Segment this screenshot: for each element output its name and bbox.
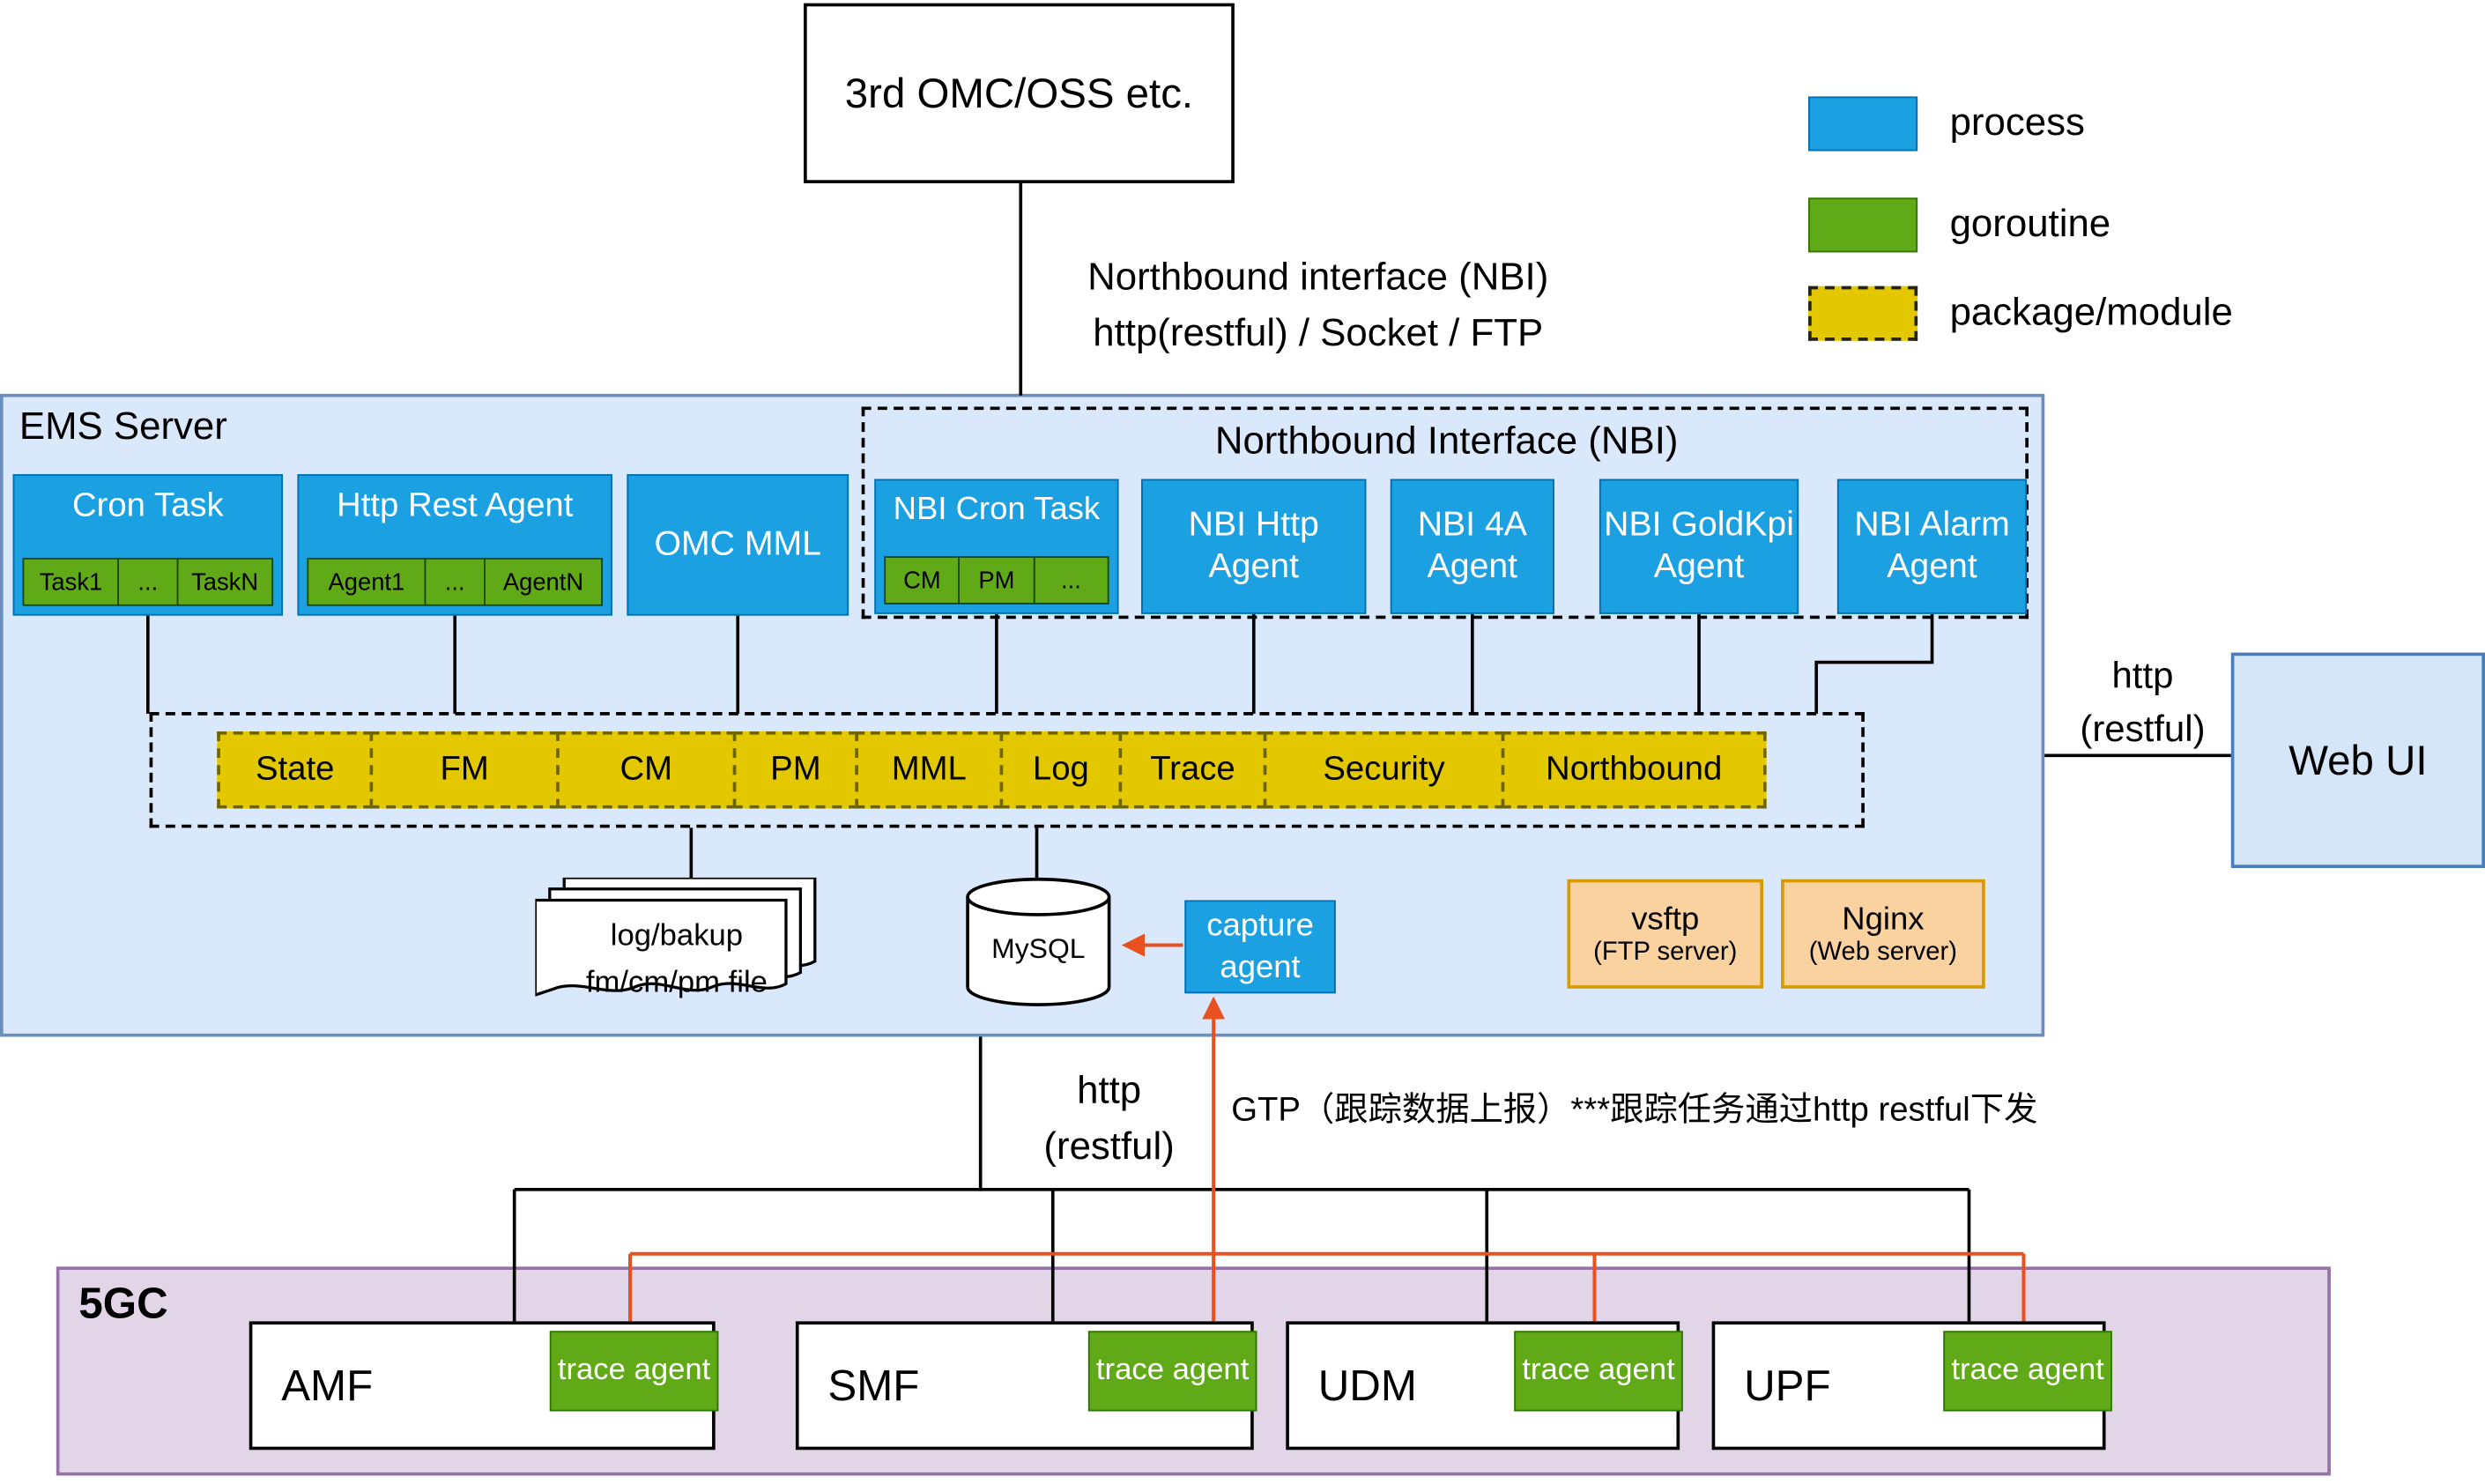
vsftp-server-box: vsftp (FTP server)	[1567, 879, 1763, 989]
process-cron-task: Cron Task Task1 ... TaskN	[12, 474, 284, 616]
vsftp-name: vsftp	[1631, 901, 1700, 937]
web-ui-link-line2: (restful)	[2080, 708, 2206, 750]
web-ui-box: Web UI	[2230, 652, 2485, 868]
omc-mml-title: OMC MML	[654, 523, 822, 563]
capture-agent-box: capture agent	[1184, 900, 1336, 994]
module-cm: CM	[556, 731, 737, 809]
goroutine-cm: CM	[884, 556, 961, 605]
nbi-cron-task-title: NBI Cron Task	[893, 492, 1101, 528]
nf-upf-label: UPF	[1744, 1361, 1831, 1409]
vsftp-desc: (FTP server)	[1593, 938, 1738, 966]
nf-udm-box: UDM trace agent	[1286, 1321, 1683, 1451]
http-rest-agent-title: Http Rest Agent	[337, 486, 574, 524]
legend-goroutine-label: goroutine	[1949, 202, 2111, 247]
module-mml: MML	[855, 731, 1004, 809]
module-pm: PM	[732, 731, 859, 809]
process-nbi-alarm-agent: NBI Alarm Agent	[1836, 479, 2028, 614]
web-ui-label: Web UI	[2288, 735, 2428, 784]
file-stack-line1: log/bakup	[610, 919, 744, 953]
core-5gc-title: 5GC	[78, 1279, 168, 1328]
north-link-line1: Northbound interface (NBI)	[1087, 256, 1549, 300]
nf-udm-label: UDM	[1317, 1361, 1417, 1409]
process-nbi-goldkpi-agent: NBI GoldKpi Agent	[1599, 479, 1799, 614]
goroutine-nbi-ellipsis: ...	[1033, 556, 1109, 605]
nbi-group-title: Northbound Interface (NBI)	[1214, 419, 1679, 464]
nf-amf-label: AMF	[281, 1361, 374, 1409]
process-nbi-4a-agent: NBI 4A Agent	[1390, 479, 1554, 614]
nbi-4a-agent-title: NBI 4A Agent	[1417, 505, 1527, 585]
nbi-cron-task-goroutines: CM PM ...	[884, 556, 1109, 605]
web-ui-link-line1: http	[2111, 654, 2174, 696]
south-http-label: http (restful)	[1013, 1065, 1205, 1176]
south-http-line1: http	[1077, 1068, 1142, 1113]
nbi-http-agent-title: NBI Http Agent	[1188, 505, 1319, 585]
module-state: State	[217, 731, 374, 809]
process-nbi-http-agent: NBI Http Agent	[1141, 479, 1367, 614]
legend-package-swatch	[1808, 286, 1918, 341]
goroutine-agent-ellipsis: ...	[424, 557, 486, 606]
module-security: Security	[1263, 731, 1505, 809]
nbi-alarm-agent-title: NBI Alarm Agent	[1854, 505, 2010, 585]
cron-task-title: Cron Task	[71, 486, 224, 524]
gtp-label: GTP（跟踪数据上报）***跟踪任务通过http restful下发	[1231, 1091, 2038, 1129]
mysql-label: MySQL	[991, 931, 1086, 965]
goroutine-task1: Task1	[22, 557, 120, 606]
ems-server-title: EMS Server	[19, 404, 227, 449]
process-omc-mml: OMC MML	[627, 474, 849, 616]
http-rest-agent-goroutines: Agent1 ... AgentN	[307, 557, 604, 606]
module-trace: Trace	[1118, 731, 1267, 809]
process-http-rest-agent: Http Rest Agent Agent1 ... AgentN	[297, 474, 612, 616]
nginx-name: Nginx	[1842, 901, 1925, 937]
legend-goroutine-swatch	[1808, 197, 1918, 253]
amf-trace-agent: trace agent	[549, 1331, 719, 1412]
goroutine-agent1: Agent1	[307, 557, 427, 606]
file-stack-label: log/bakup fm/cm/pm file	[550, 913, 804, 1007]
goroutine-pm: PM	[958, 556, 1035, 605]
orange-trace-links	[628, 933, 2026, 1328]
file-stack-icon	[535, 877, 817, 997]
module-layer-box	[149, 712, 1865, 828]
module-log: Log	[999, 731, 1123, 809]
north-link-line2: http(restful) / Socket / FTP	[1093, 311, 1544, 355]
external-omc-oss-box: 3rd OMC/OSS etc.	[804, 3, 1235, 183]
nf-smf-box: SMF trace agent	[795, 1321, 1257, 1451]
file-stack-line2: fm/cm/pm file	[585, 967, 768, 1001]
mysql-database-icon	[966, 877, 1111, 1006]
cron-task-goroutines: Task1 ... TaskN	[22, 557, 274, 606]
legend-process-swatch	[1808, 96, 1918, 152]
upf-trace-agent: trace agent	[1943, 1331, 2112, 1412]
nbi-goldkpi-agent-title: NBI GoldKpi Agent	[1604, 505, 1794, 585]
north-link-label: Northbound interface (NBI) http(restful)…	[997, 251, 1640, 363]
goroutine-task-ellipsis: ...	[117, 557, 178, 606]
external-omc-oss-label: 3rd OMC/OSS etc.	[844, 68, 1194, 117]
module-northbound: Northbound	[1501, 731, 1767, 809]
legend-package-label: package/module	[1949, 291, 2233, 335]
legend-process-label: process	[1949, 100, 2085, 145]
nf-upf-box: UPF trace agent	[1711, 1321, 2112, 1451]
udm-trace-agent: trace agent	[1514, 1331, 1683, 1412]
nginx-server-box: Nginx (Web server)	[1781, 879, 1985, 989]
module-fm: FM	[369, 731, 560, 809]
web-ui-link-label: http (restful)	[2058, 649, 2228, 757]
smf-trace-agent: trace agent	[1087, 1331, 1257, 1412]
goroutine-taskn: TaskN	[176, 557, 274, 606]
nginx-desc: (Web server)	[1808, 938, 1957, 966]
module-bar: State FM CM PM MML Log Trace Security No…	[217, 731, 1767, 809]
goroutine-agentn: AgentN	[484, 557, 604, 606]
process-nbi-cron-task: NBI Cron Task CM PM ...	[874, 479, 1119, 614]
capture-agent-label: capture agent	[1206, 908, 1314, 986]
nf-smf-label: SMF	[827, 1361, 920, 1409]
south-http-line2: (restful)	[1043, 1124, 1175, 1169]
nf-amf-box: AMF trace agent	[248, 1321, 719, 1451]
